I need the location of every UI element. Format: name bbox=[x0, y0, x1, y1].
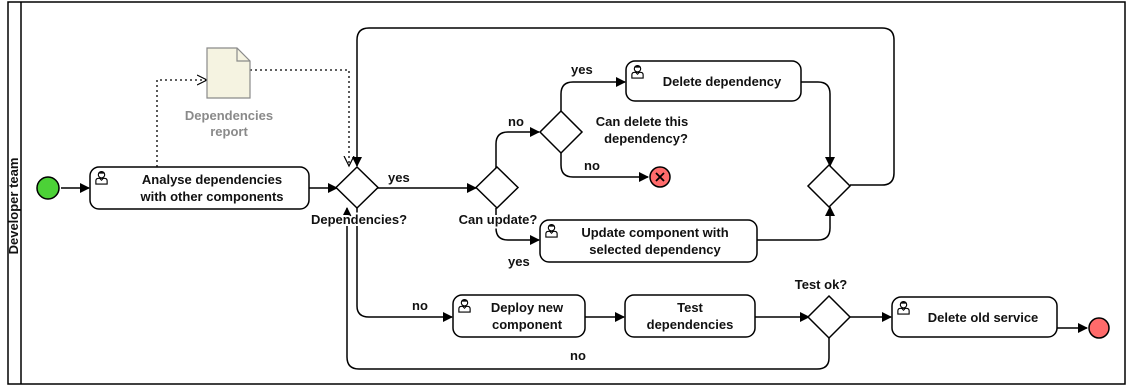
gateway-join[interactable] bbox=[806, 163, 852, 209]
sequence-flows bbox=[61, 27, 1088, 370]
task-label-line2: component bbox=[492, 317, 563, 332]
user-task-icon bbox=[630, 64, 645, 79]
start-event bbox=[36, 176, 60, 200]
flow-delete-dependency-join bbox=[801, 81, 835, 167]
task-label-line1: Analyse dependencies bbox=[142, 172, 282, 187]
task-analyse-dependencies[interactable]: Analyse dependencies with other componen… bbox=[89, 166, 310, 210]
gateway-test-ok-label: Test ok? bbox=[795, 277, 848, 292]
association-analyse-report bbox=[156, 80, 207, 167]
document-icon bbox=[206, 47, 251, 99]
gateway-can-update-label: Can update? bbox=[459, 212, 538, 227]
flow-label-dependencies-yes: yes bbox=[388, 170, 410, 185]
task-label-line1: Deploy new bbox=[491, 300, 564, 315]
gateway-test-ok[interactable] bbox=[806, 294, 852, 340]
flow-delete-yes bbox=[560, 77, 626, 112]
flow-label-dependencies-no: no bbox=[412, 298, 428, 313]
data-associations bbox=[156, 69, 349, 167]
gateway-can-delete-label-line2: dependency? bbox=[604, 131, 688, 146]
task-label-line2: selected dependency bbox=[589, 242, 721, 257]
gateway-can-delete[interactable] bbox=[538, 109, 584, 155]
flow-label-delete-no: no bbox=[584, 158, 600, 173]
task-test-dependencies[interactable]: Test dependencies bbox=[624, 294, 756, 338]
user-task-icon bbox=[544, 223, 559, 238]
task-delete-old-service[interactable]: Delete old service bbox=[891, 296, 1058, 338]
lane-label: Developer team bbox=[6, 158, 21, 255]
flow-update-component-join bbox=[757, 206, 835, 241]
task-label-line1: Test bbox=[677, 300, 703, 315]
flow-update-yes bbox=[495, 208, 540, 245]
gateway-dependencies-label: Dependencies? bbox=[311, 212, 407, 227]
flow-label-test-no: no bbox=[570, 348, 586, 363]
gateway-dependencies[interactable] bbox=[334, 165, 380, 210]
gateway-can-delete-label-line1: Can delete this bbox=[596, 114, 688, 129]
flow-delete-no bbox=[560, 152, 649, 182]
flow-dependencies-no bbox=[356, 207, 453, 322]
task-deploy-new-component[interactable]: Deploy new component bbox=[452, 294, 586, 338]
task-label-line2: dependencies bbox=[647, 317, 734, 332]
flow-update-no bbox=[495, 127, 540, 168]
task-delete-dependency[interactable]: Delete dependency bbox=[625, 60, 802, 102]
flow-label-update-yes: yes bbox=[508, 254, 530, 269]
flow-label-update-no: no bbox=[508, 114, 524, 129]
artifact-label-line2: report bbox=[210, 124, 248, 139]
task-label: Delete old service bbox=[928, 310, 1039, 325]
flow-label-delete-yes: yes bbox=[571, 62, 593, 77]
task-update-component[interactable]: Update component with selected dependenc… bbox=[539, 219, 758, 263]
user-task-icon bbox=[94, 170, 109, 185]
user-task-icon bbox=[896, 300, 911, 315]
task-label-line2: with other components bbox=[140, 189, 284, 204]
flow-test-no bbox=[342, 207, 830, 370]
user-task-icon bbox=[457, 298, 472, 313]
artifact-label-line1: Dependencies bbox=[185, 108, 273, 123]
flow-loop-back bbox=[352, 27, 895, 186]
task-label: Delete dependency bbox=[663, 74, 782, 89]
gateway-can-update[interactable] bbox=[474, 165, 520, 210]
error-end-event bbox=[649, 166, 671, 188]
task-label-line1: Update component with bbox=[581, 225, 728, 240]
error-x-icon bbox=[655, 172, 665, 182]
dependencies-report-artifact: Dependencies report bbox=[185, 47, 273, 139]
end-event bbox=[1088, 317, 1110, 339]
